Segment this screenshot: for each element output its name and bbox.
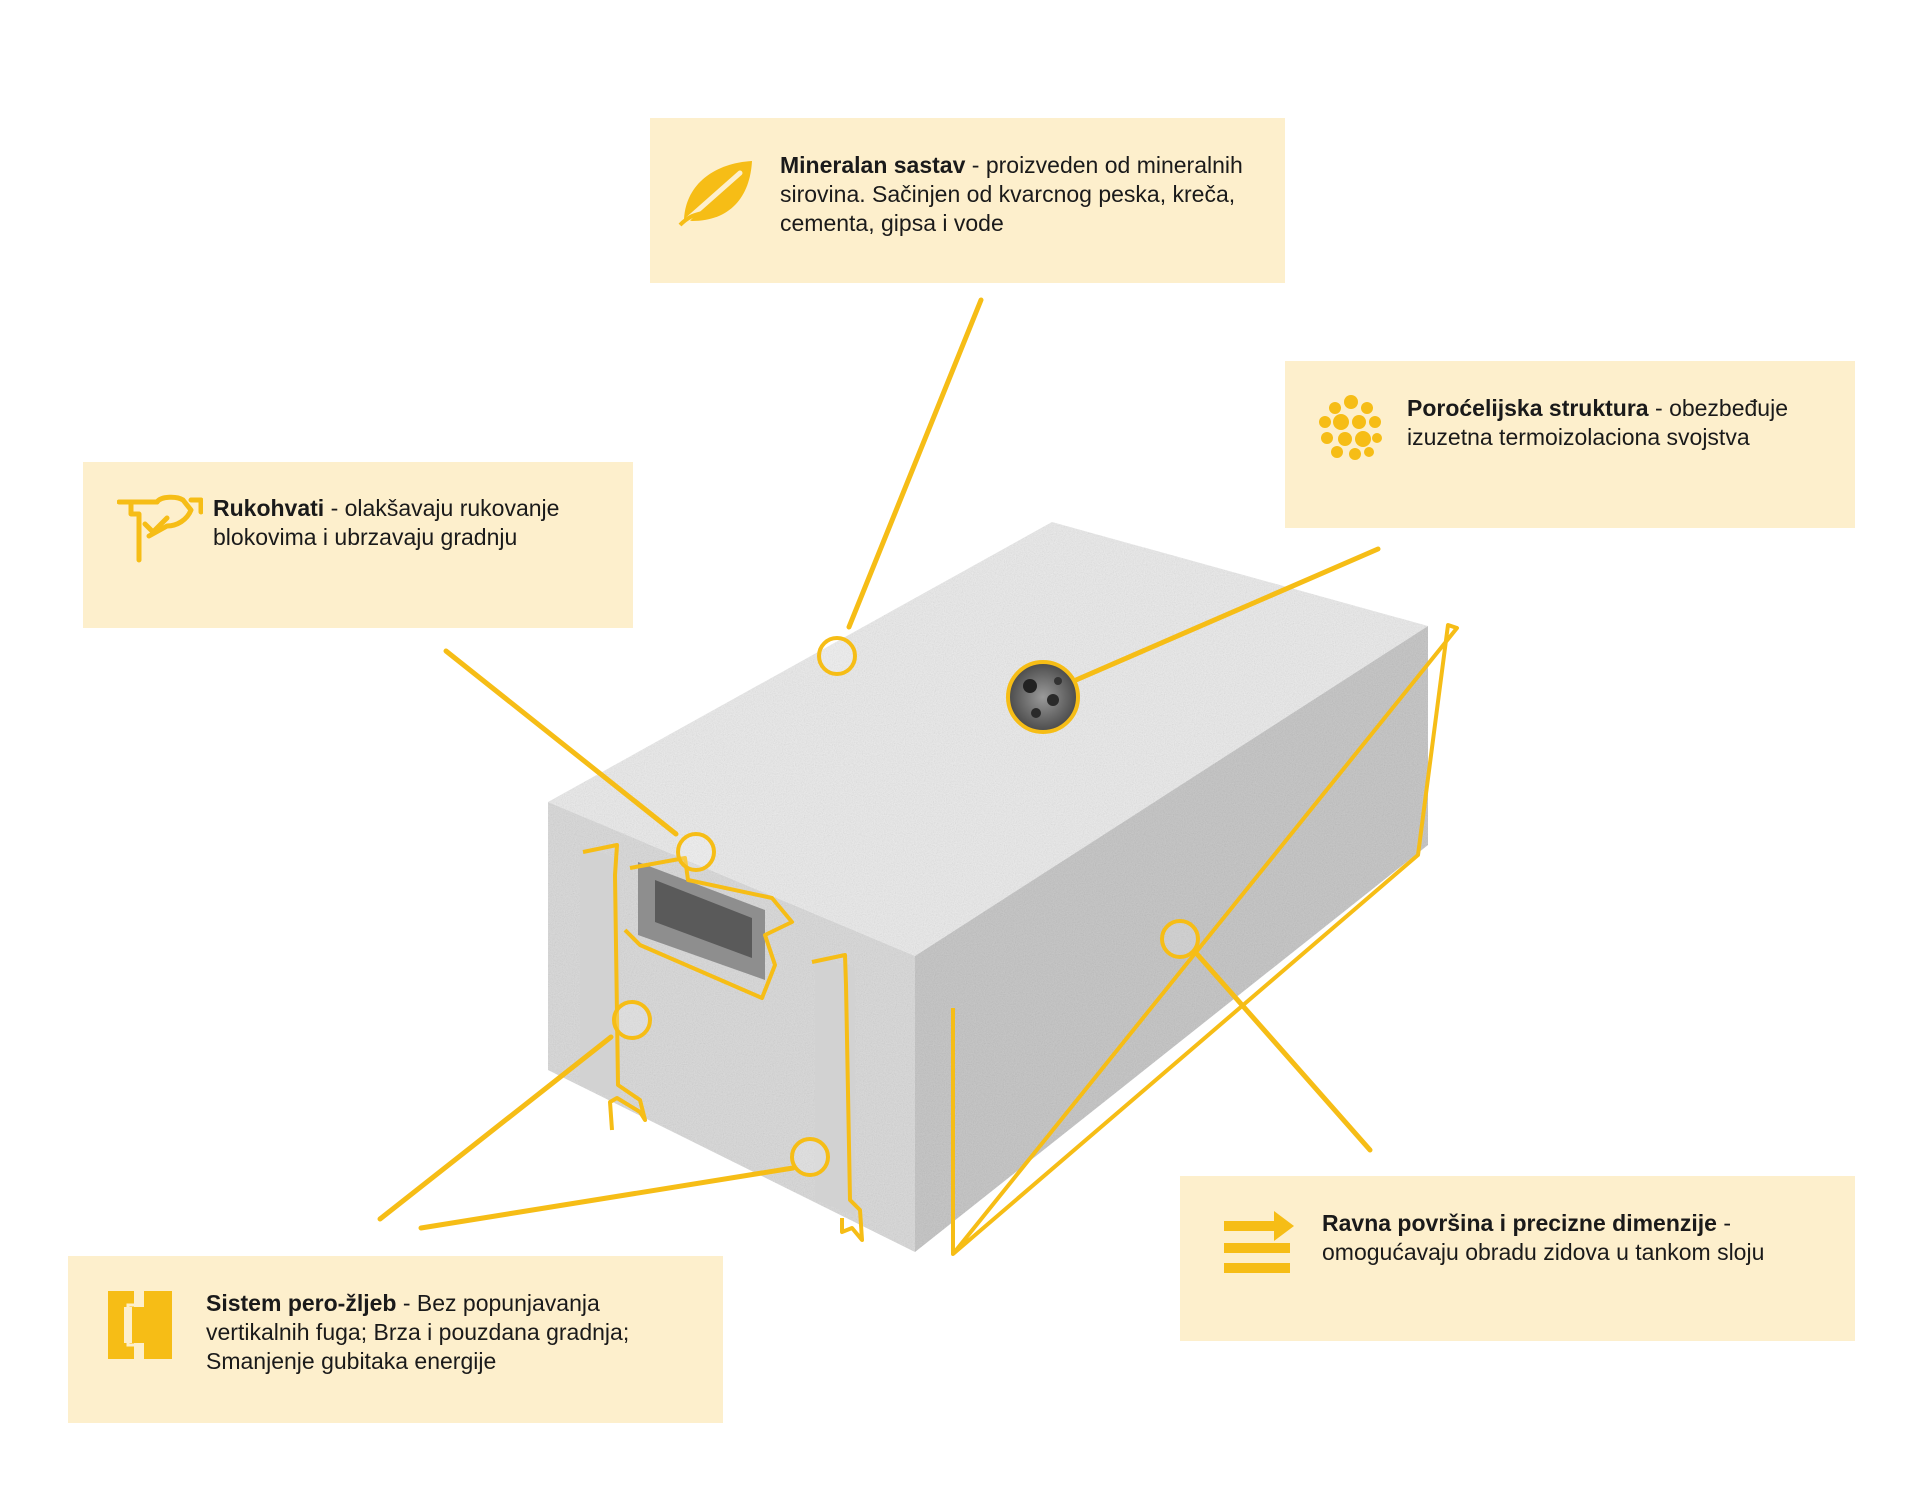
mineral-leader <box>846 297 984 630</box>
feature-description: Bez popunjavanja vertikalnih fuga; Brza … <box>206 1290 630 1374</box>
feature-title: Rukohvati <box>213 495 325 521</box>
feature-card-flat-surface: Ravna površina i precizne dimenzije - om… <box>1180 1176 1855 1341</box>
pore-leader <box>1073 546 1381 683</box>
feature-card-grip: Rukohvati - olakšavaju rukovanje blokovi… <box>83 462 633 628</box>
feature-text: Sistem pero-žljeb - Bez popunjavanja ver… <box>206 1289 703 1376</box>
feature-separator: - <box>965 152 986 178</box>
feature-separator: - <box>1648 395 1670 421</box>
marker-circles <box>612 636 1200 1177</box>
hand-grip-icon <box>117 494 203 563</box>
feature-text: Mineralan sastav - proizveden od mineral… <box>780 151 1265 238</box>
feature-title: Poroćelijska struktura <box>1407 395 1649 421</box>
tongue-marker-2 <box>790 1137 830 1177</box>
feature-description: obezbeđuje izuzetna termoizolaciona svoj… <box>1407 395 1789 450</box>
handle-recess-inner <box>655 880 752 958</box>
feature-title: Ravna površina i precizne dimenzije <box>1322 1210 1717 1236</box>
flat-marker <box>1160 919 1200 959</box>
flat-leader <box>1194 951 1373 1153</box>
grip-leader <box>443 648 679 837</box>
feature-title: Sistem pero-žljeb <box>206 1290 397 1316</box>
tongue-groove-icon <box>108 1291 172 1359</box>
flat-surface-outline <box>951 623 1459 1256</box>
flat-surface-icon <box>1224 1211 1294 1273</box>
feature-description: olakšavaju rukovanje blokovima i ubrzava… <box>213 495 560 550</box>
feature-separator: - <box>324 495 345 521</box>
tongue-groove-outline-left <box>582 843 647 1131</box>
mineral-marker <box>817 636 857 676</box>
aerated-concrete-block <box>548 522 1428 1252</box>
feature-text: Ravna površina i precizne dimenzije - om… <box>1322 1209 1835 1267</box>
grip-marker <box>676 832 716 872</box>
tongue-leader-1 <box>377 1034 614 1222</box>
tongue-groove-outline-right <box>811 953 864 1242</box>
pore-magnifier <box>1006 660 1080 734</box>
block-top-face <box>548 522 1428 956</box>
tongue-marker-1 <box>612 1000 652 1040</box>
feature-card-tongue-groove: Sistem pero-žljeb - Bez popunjavanja ver… <box>68 1256 723 1423</box>
pores-icon <box>1319 395 1382 460</box>
feature-separator: - <box>396 1290 417 1316</box>
feature-description: omogućavaju obradu zidova u tankom sloju <box>1322 1239 1765 1265</box>
feature-text: Poroćelijska struktura - obezbeđuje izuz… <box>1407 394 1835 452</box>
feature-text: Rukohvati - olakšavaju rukovanje blokovi… <box>213 494 613 552</box>
leaf-icon <box>678 161 752 227</box>
feature-card-mineral: Mineralan sastav - proizveden od mineral… <box>650 118 1285 283</box>
tongue-leader-2 <box>418 1165 796 1231</box>
feature-separator: - <box>1716 1210 1732 1236</box>
leader-lines <box>377 297 1381 1231</box>
block-right-face <box>915 626 1428 1252</box>
feature-title: Mineralan sastav <box>780 152 966 178</box>
feature-description: proizveden od mineralnih sirovina. Sačin… <box>780 152 1243 236</box>
feature-card-pore: Poroćelijska struktura - obezbeđuje izuz… <box>1285 361 1855 528</box>
